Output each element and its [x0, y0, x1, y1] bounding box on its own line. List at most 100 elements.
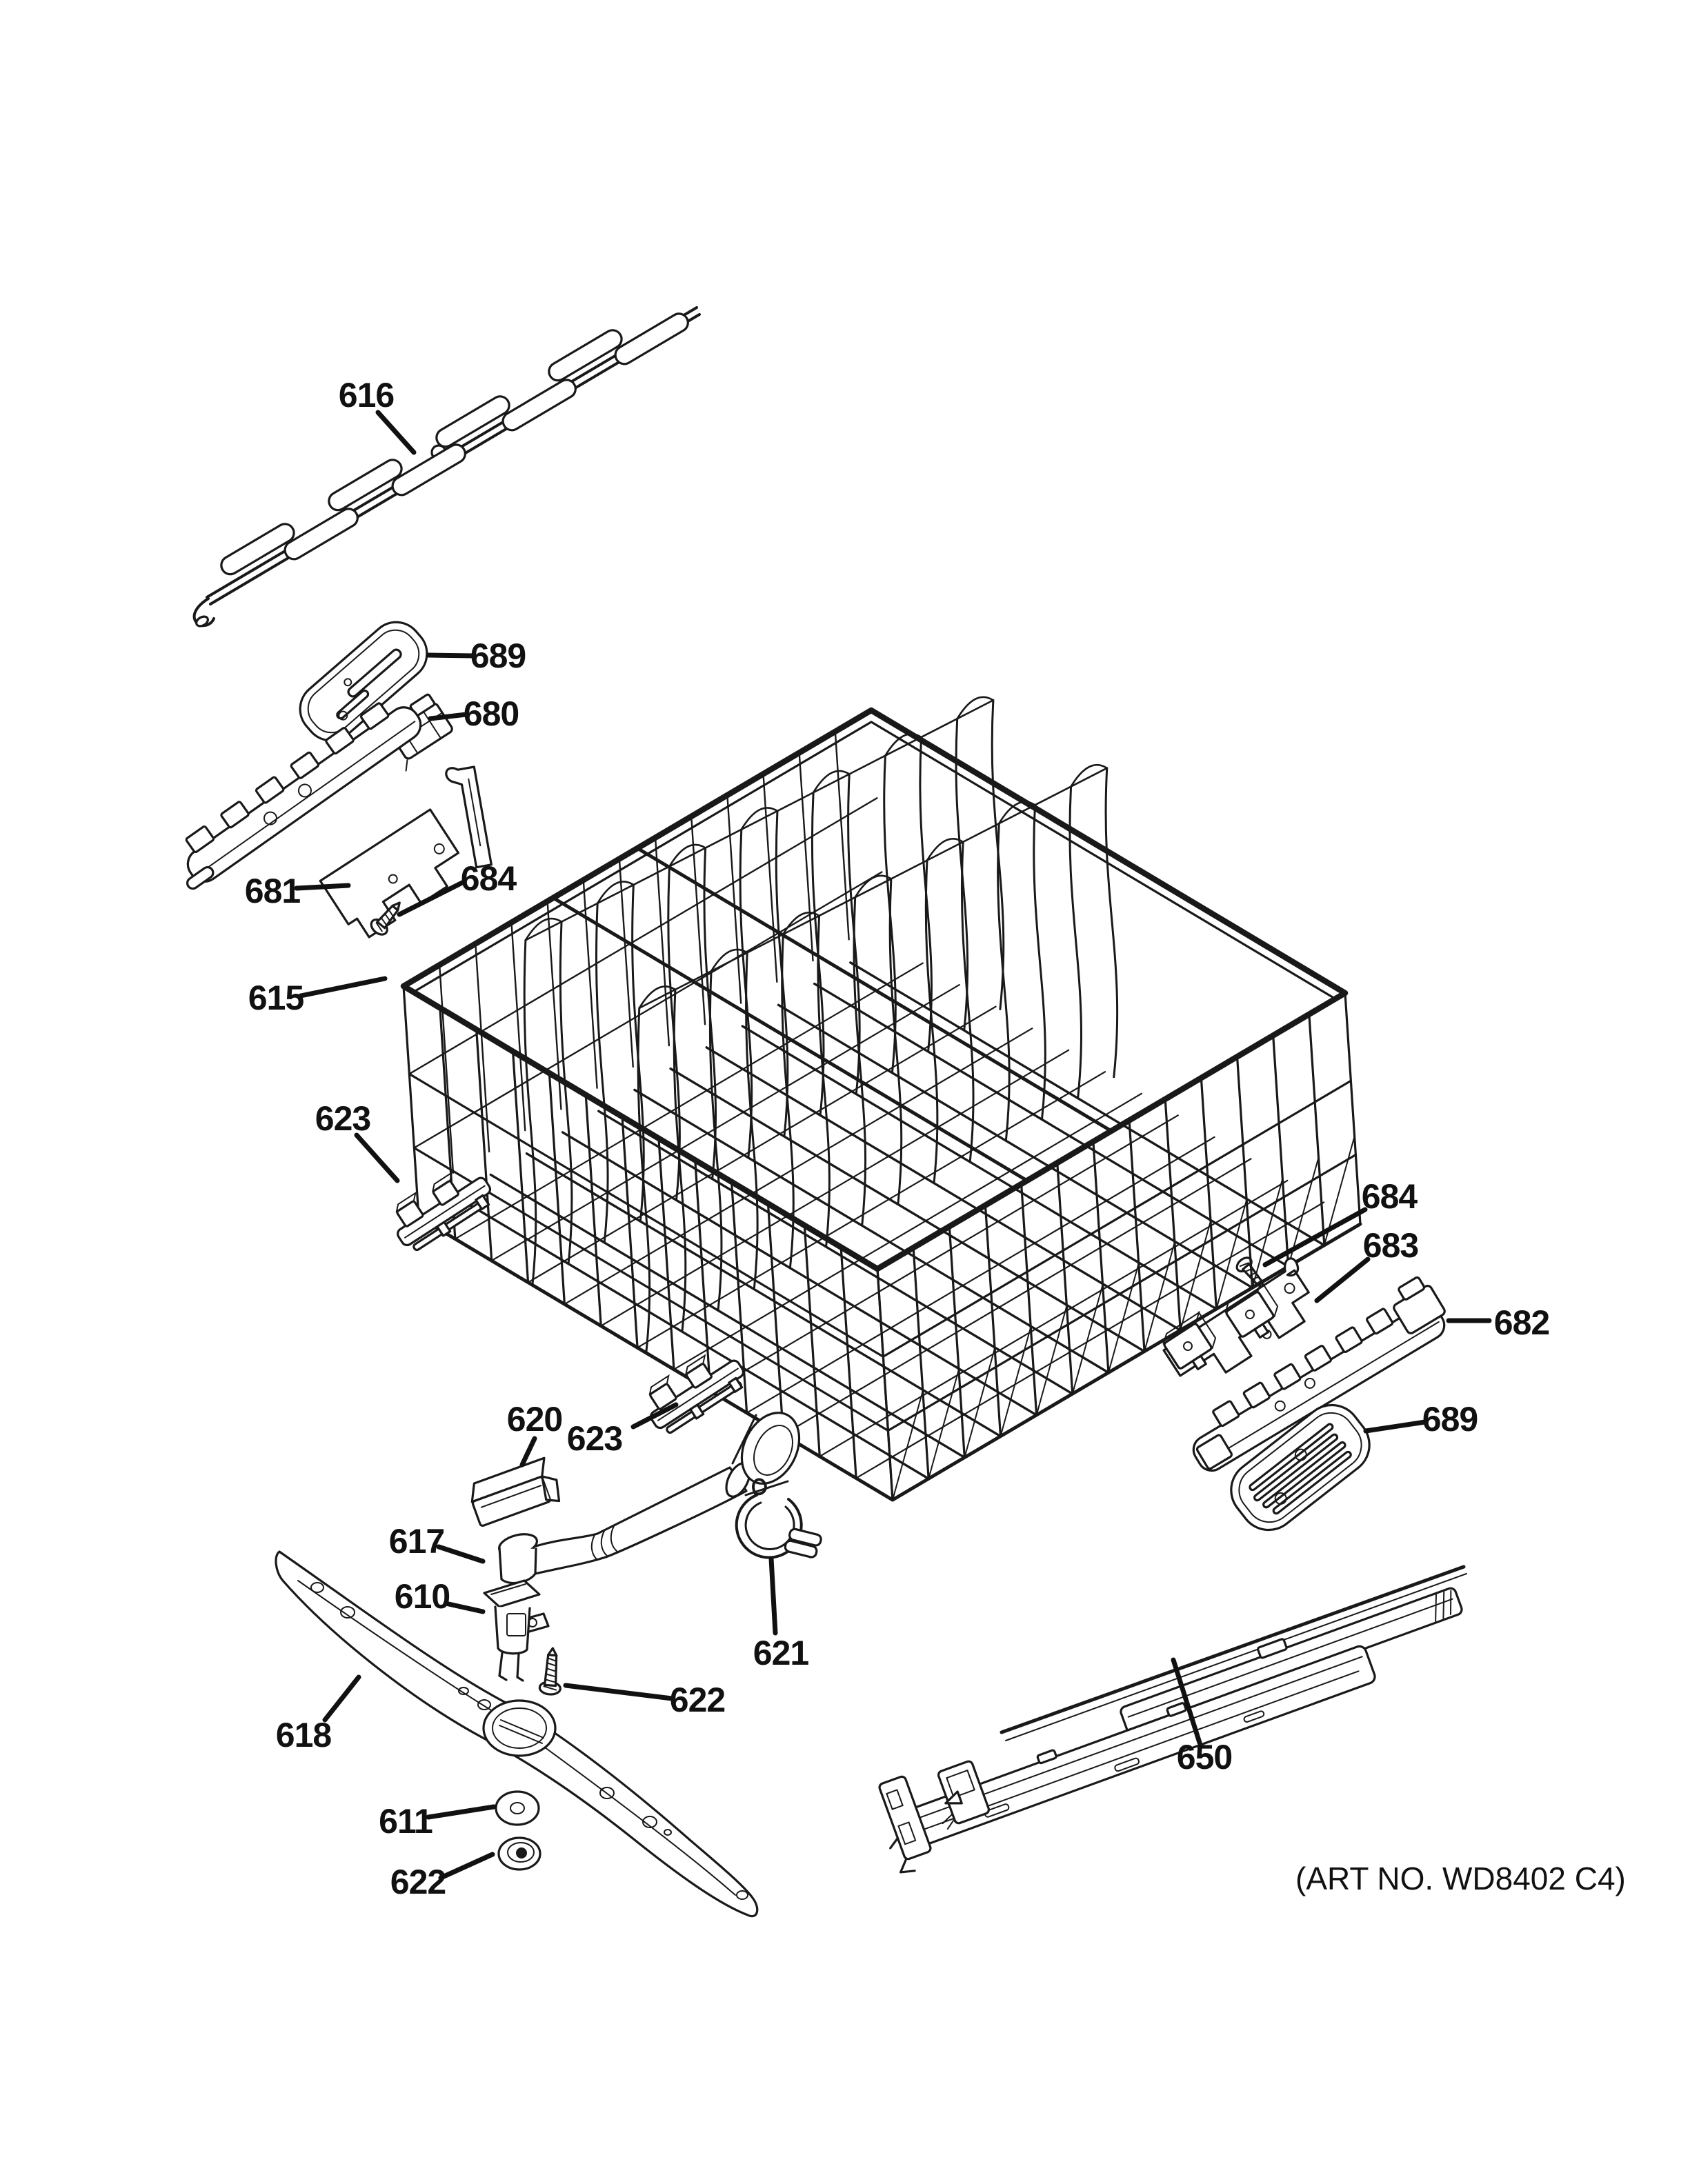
rack-wire	[669, 1067, 1146, 1353]
rack-wire	[618, 858, 634, 1068]
rack-wire	[635, 846, 1113, 1133]
label-650: 650	[1177, 1738, 1232, 1776]
part-610-support	[483, 1579, 550, 1682]
rack-wire	[964, 1348, 996, 1459]
rack-wire	[855, 1201, 1325, 1479]
part-616-tine-row	[192, 306, 701, 628]
rack-wire	[1308, 1013, 1326, 1247]
rack-wire	[453, 1194, 930, 1480]
rack-wire	[948, 1225, 966, 1459]
rack-wire	[524, 699, 995, 941]
rack-wire	[1107, 1263, 1140, 1374]
rack-wire	[1071, 1284, 1104, 1395]
rack-wire	[475, 943, 490, 1153]
rack-wire	[1056, 1161, 1074, 1395]
rack-wire	[673, 988, 687, 1333]
label-622-mid: 622	[670, 1681, 725, 1719]
rack-wire	[475, 1028, 493, 1262]
rack-wire	[762, 773, 778, 983]
rack-wire	[854, 874, 893, 899]
rack-wire	[673, 1092, 1143, 1370]
rack-wire	[412, 1146, 890, 1432]
label-618: 618	[276, 1716, 332, 1754]
rack-wire	[1251, 1178, 1284, 1289]
part-labels: 616 689 680 681 684 615 623 620 623 617 …	[245, 376, 1550, 1901]
label-620: 620	[507, 1400, 562, 1439]
rack-wire	[1092, 1140, 1110, 1374]
rack-wire	[960, 841, 975, 1163]
rack-wire	[638, 985, 677, 1010]
rack-wire	[1344, 992, 1362, 1225]
rack-wire	[782, 912, 820, 936]
label-684-left: 684	[461, 859, 517, 898]
rack-wire	[524, 917, 563, 941]
label-623-center: 623	[567, 1419, 622, 1458]
rack-wire	[694, 1159, 712, 1392]
rack-wire	[1272, 1034, 1290, 1268]
rack-wire	[1035, 1305, 1068, 1416]
rack-wire	[1235, 1055, 1254, 1289]
rack-wire	[726, 794, 742, 1004]
part-682-adjuster-right	[1192, 1276, 1446, 1472]
rack-wire	[781, 933, 795, 1270]
rack-wire	[912, 1246, 930, 1480]
rack-wire	[654, 836, 670, 1047]
label-611: 611	[379, 1802, 433, 1841]
rack-wire	[633, 1088, 1110, 1374]
label-689-right: 689	[1422, 1400, 1478, 1439]
rack-wire	[741, 1025, 1218, 1310]
part-622-screw	[538, 1647, 561, 1696]
part-689-cover-right	[1230, 1403, 1371, 1532]
rack-wire	[705, 1046, 1182, 1332]
label-683: 683	[1363, 1226, 1418, 1265]
rack-wire	[1180, 1220, 1212, 1331]
rack-wire	[559, 921, 573, 1265]
rack-wire	[1164, 1098, 1182, 1332]
rack-wire	[886, 1153, 1358, 1432]
rack-wire	[489, 1173, 966, 1459]
rack-wire	[1020, 1183, 1038, 1416]
rack-wire	[1200, 1076, 1217, 1310]
label-684-right: 684	[1362, 1177, 1418, 1216]
label-622-bottom: 622	[390, 1863, 446, 1901]
part-623-clip-left	[395, 1171, 492, 1252]
label-682: 682	[1494, 1303, 1549, 1342]
label-680: 680	[464, 694, 519, 733]
rack-wire	[777, 1003, 1254, 1290]
art-number: (ART NO. WD8402 C4)	[1295, 1861, 1626, 1896]
rack-wire	[657, 1137, 675, 1371]
rack-wire	[1070, 764, 1109, 788]
rack-wire	[746, 1136, 1215, 1414]
leader-lines	[294, 410, 1492, 1881]
rack-wire	[510, 921, 526, 1132]
rack-wire	[600, 1049, 1070, 1327]
label-617: 617	[389, 1522, 444, 1561]
rack-wire	[834, 730, 850, 941]
rack-wire	[798, 752, 814, 962]
rack-wire	[839, 1245, 857, 1480]
label-623-left: 623	[315, 1099, 370, 1138]
rack-wire	[708, 970, 723, 1312]
part-611-washer	[495, 1790, 540, 1826]
rack-wire	[876, 1268, 894, 1501]
rack-wire	[596, 881, 635, 905]
rack-wire	[637, 1007, 651, 1354]
label-681: 681	[245, 872, 301, 910]
rack-wire	[621, 1115, 639, 1349]
rack-wire	[636, 1071, 1106, 1349]
rack-wire	[888, 877, 903, 1205]
rack-wire	[709, 1114, 1179, 1392]
part-681-adjuster-left	[185, 702, 493, 939]
rack-wire	[668, 843, 706, 868]
label-610: 610	[395, 1577, 450, 1616]
rack-wire	[1144, 1241, 1175, 1352]
rack-wire	[561, 1131, 1038, 1416]
part-621-clamp	[735, 1478, 822, 1559]
rack-wire	[997, 822, 1011, 1142]
rack-wire	[926, 838, 964, 861]
rack-wire	[891, 1222, 1362, 1502]
rack-wire	[525, 1152, 1002, 1438]
rack-wire	[1104, 767, 1119, 1079]
rack-wire	[782, 1158, 1252, 1436]
part-623-clip-center	[648, 1354, 745, 1434]
